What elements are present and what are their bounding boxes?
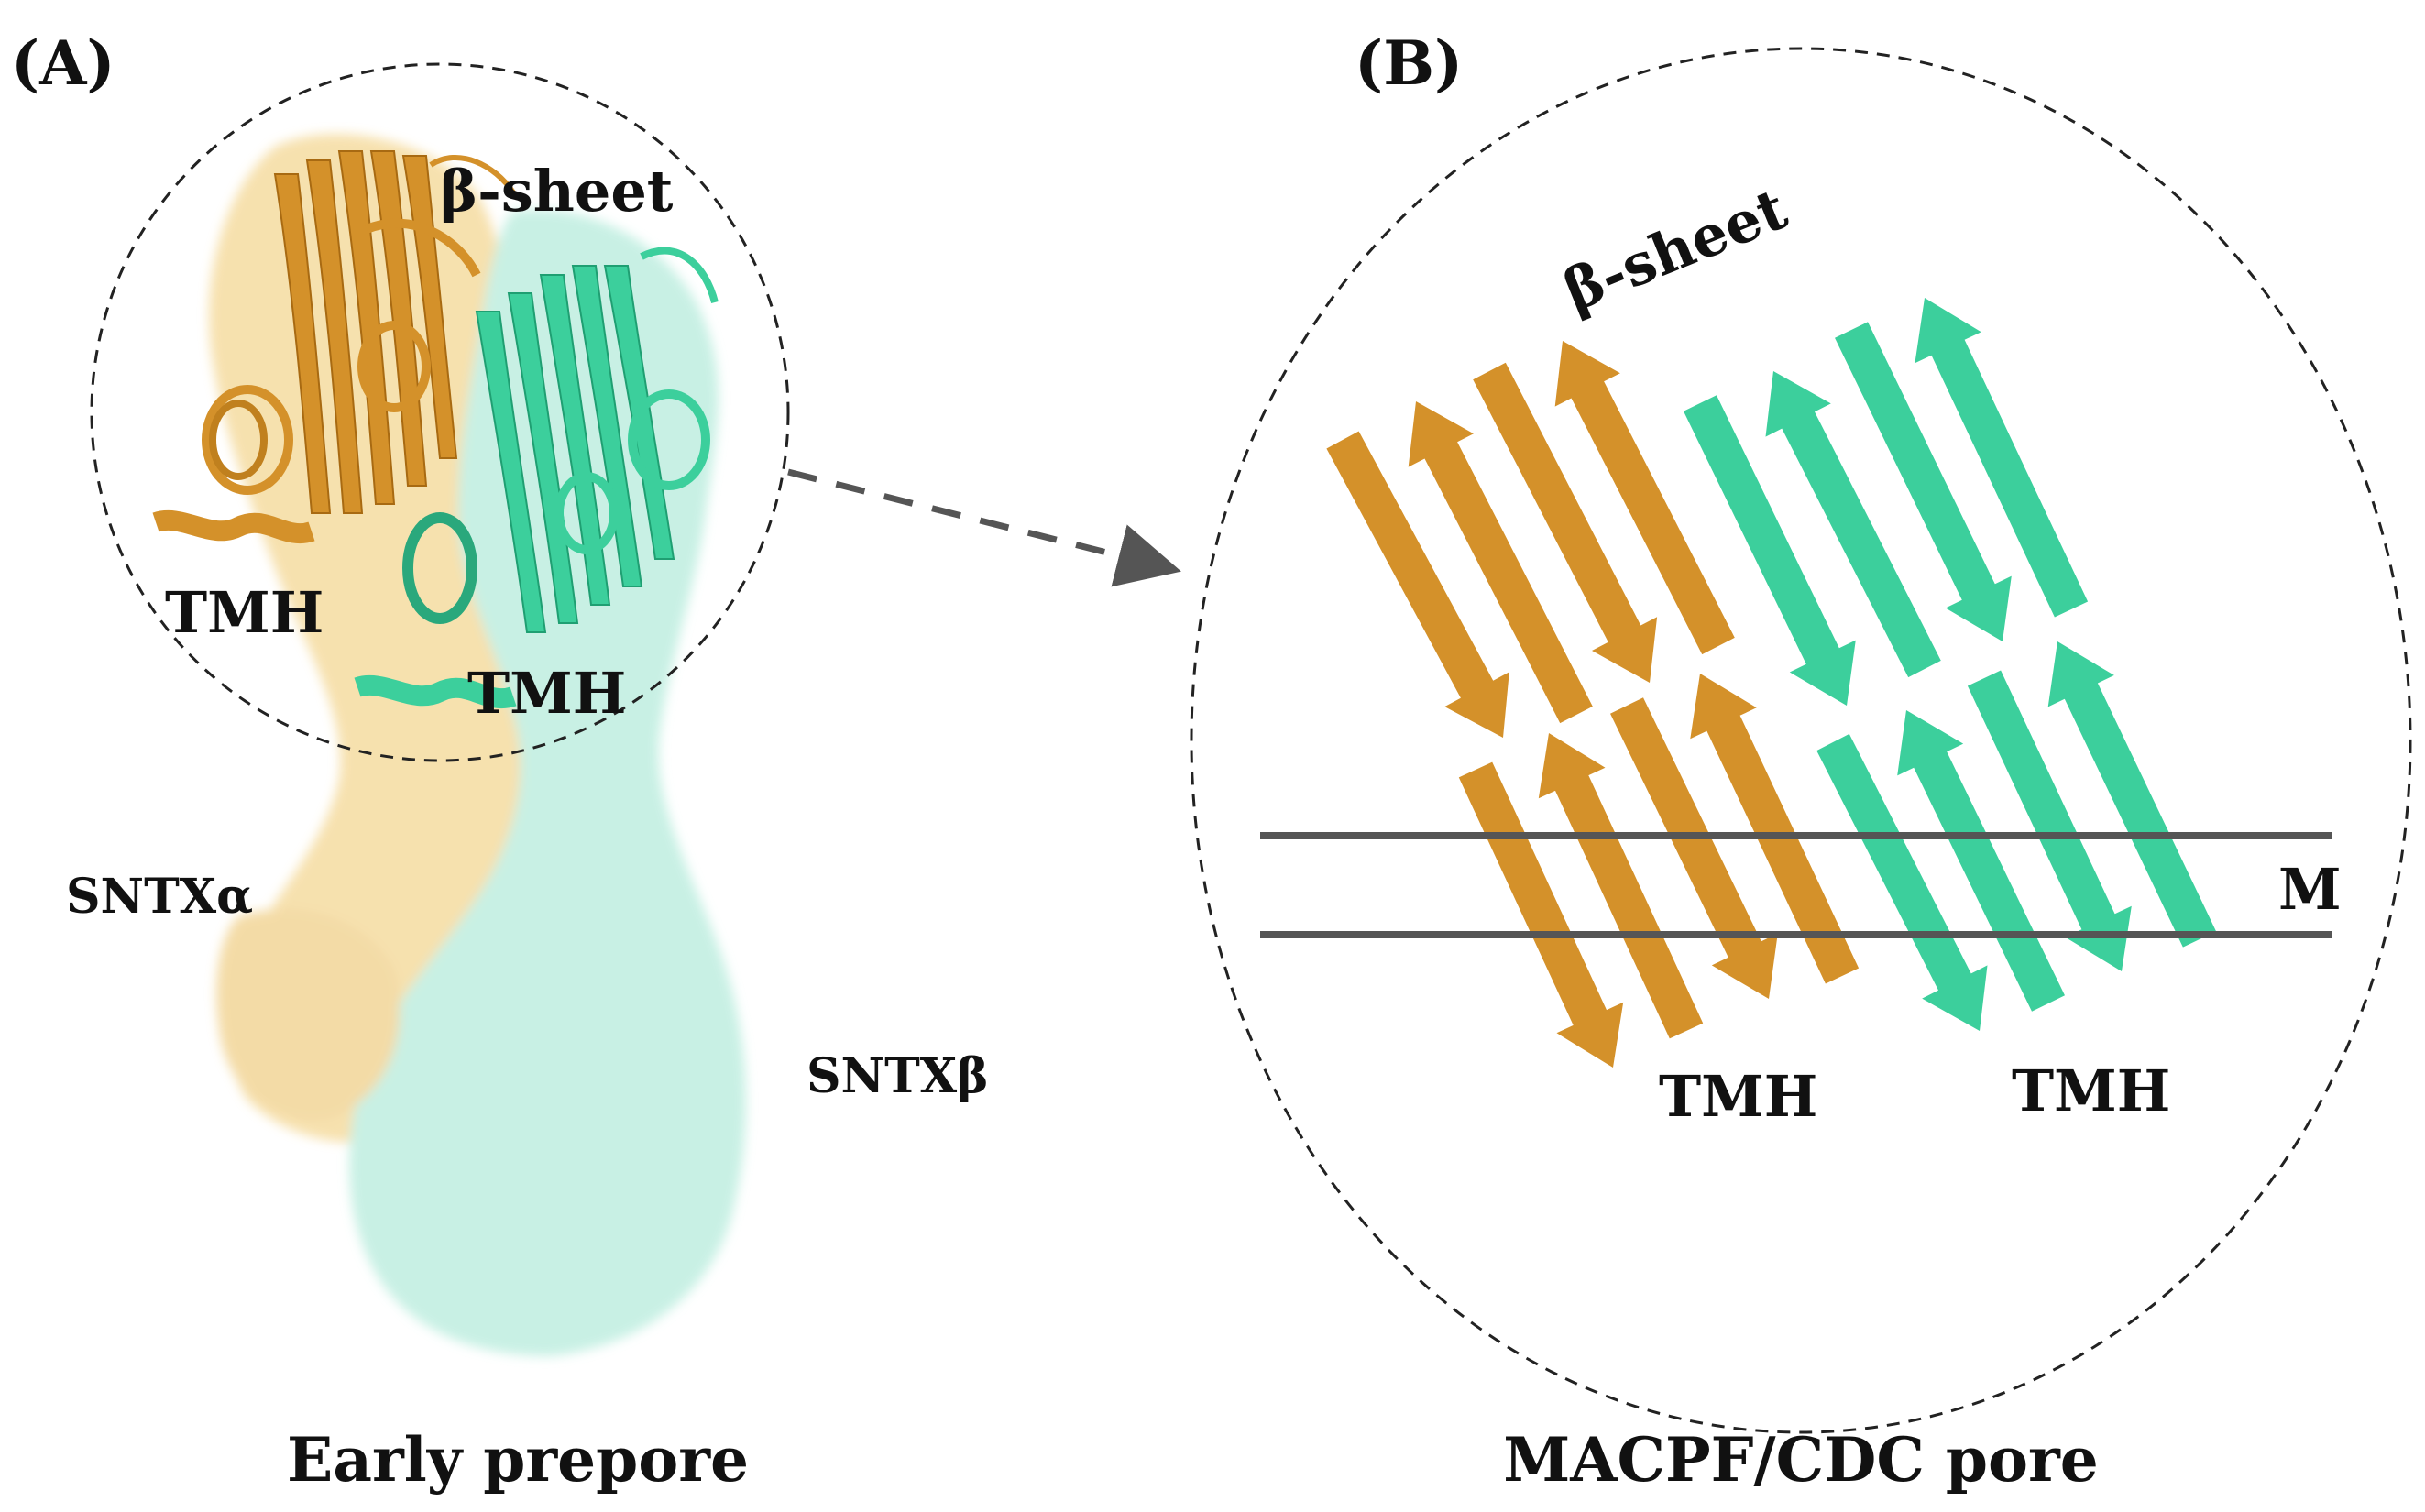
- beta-strand-arrow-5: [1684, 395, 1856, 706]
- beta-sheet-label-a: β-sheet: [440, 158, 674, 225]
- beta-strand-arrow-12: [1690, 674, 1860, 984]
- tmh-label-b-left: TMH: [1659, 1063, 1817, 1130]
- panel-b-label: (B): [1355, 27, 1463, 99]
- sntx-alpha-label: SNTXα: [66, 869, 253, 925]
- beta-strand-arrow-3: [1473, 362, 1658, 683]
- zoom-arrow: [787, 468, 1181, 587]
- beta-strand-arrow-8: [1915, 298, 2089, 618]
- beta-strand-arrow-6: [1765, 371, 1941, 678]
- sntx-beta-label: SNTXβ: [807, 1048, 989, 1104]
- beta-strand-arrow-7: [1835, 322, 2012, 641]
- beta-strand-arrows: [1326, 298, 2217, 1068]
- beta-strand-arrow-2: [1408, 401, 1593, 724]
- alpha-lower-lobe: [216, 909, 401, 1120]
- beta-strand-arrow-13: [1816, 733, 1988, 1031]
- caption-a: Early prepore: [287, 1424, 749, 1496]
- beta-strand-arrow-11: [1610, 697, 1778, 999]
- membrane-label: M: [2278, 856, 2342, 923]
- beta-strand-arrow-1: [1326, 431, 1509, 738]
- tmh-label-b-right: TMH: [2012, 1057, 2170, 1124]
- beta-sheet-label-b: β-sheet: [1554, 175, 1796, 324]
- panel-a: (A): [11, 27, 989, 1496]
- beta-ribbon-cartoon: [354, 247, 719, 708]
- beta-strand-arrow-4: [1554, 341, 1735, 655]
- zoom-circle-a: [90, 62, 790, 762]
- zoom-circle-b: [1190, 47, 2412, 1434]
- beta-strand-arrow-15: [1967, 670, 2132, 971]
- caption-b: MACPF/CDC pore: [1503, 1424, 2099, 1496]
- tmh-label-a-right: TMH: [467, 660, 626, 727]
- beta-strand-arrow-10: [1538, 733, 1704, 1039]
- panel-b: (B) β-sheet M TMH TMH MACPF/CDC pore: [1190, 27, 2412, 1496]
- tmh-label-a-left: TMH: [165, 579, 324, 646]
- beta-strand-arrow-16: [2047, 641, 2217, 948]
- alpha-ribbon-cartoon: [152, 150, 516, 543]
- panel-a-label: (A): [11, 27, 115, 99]
